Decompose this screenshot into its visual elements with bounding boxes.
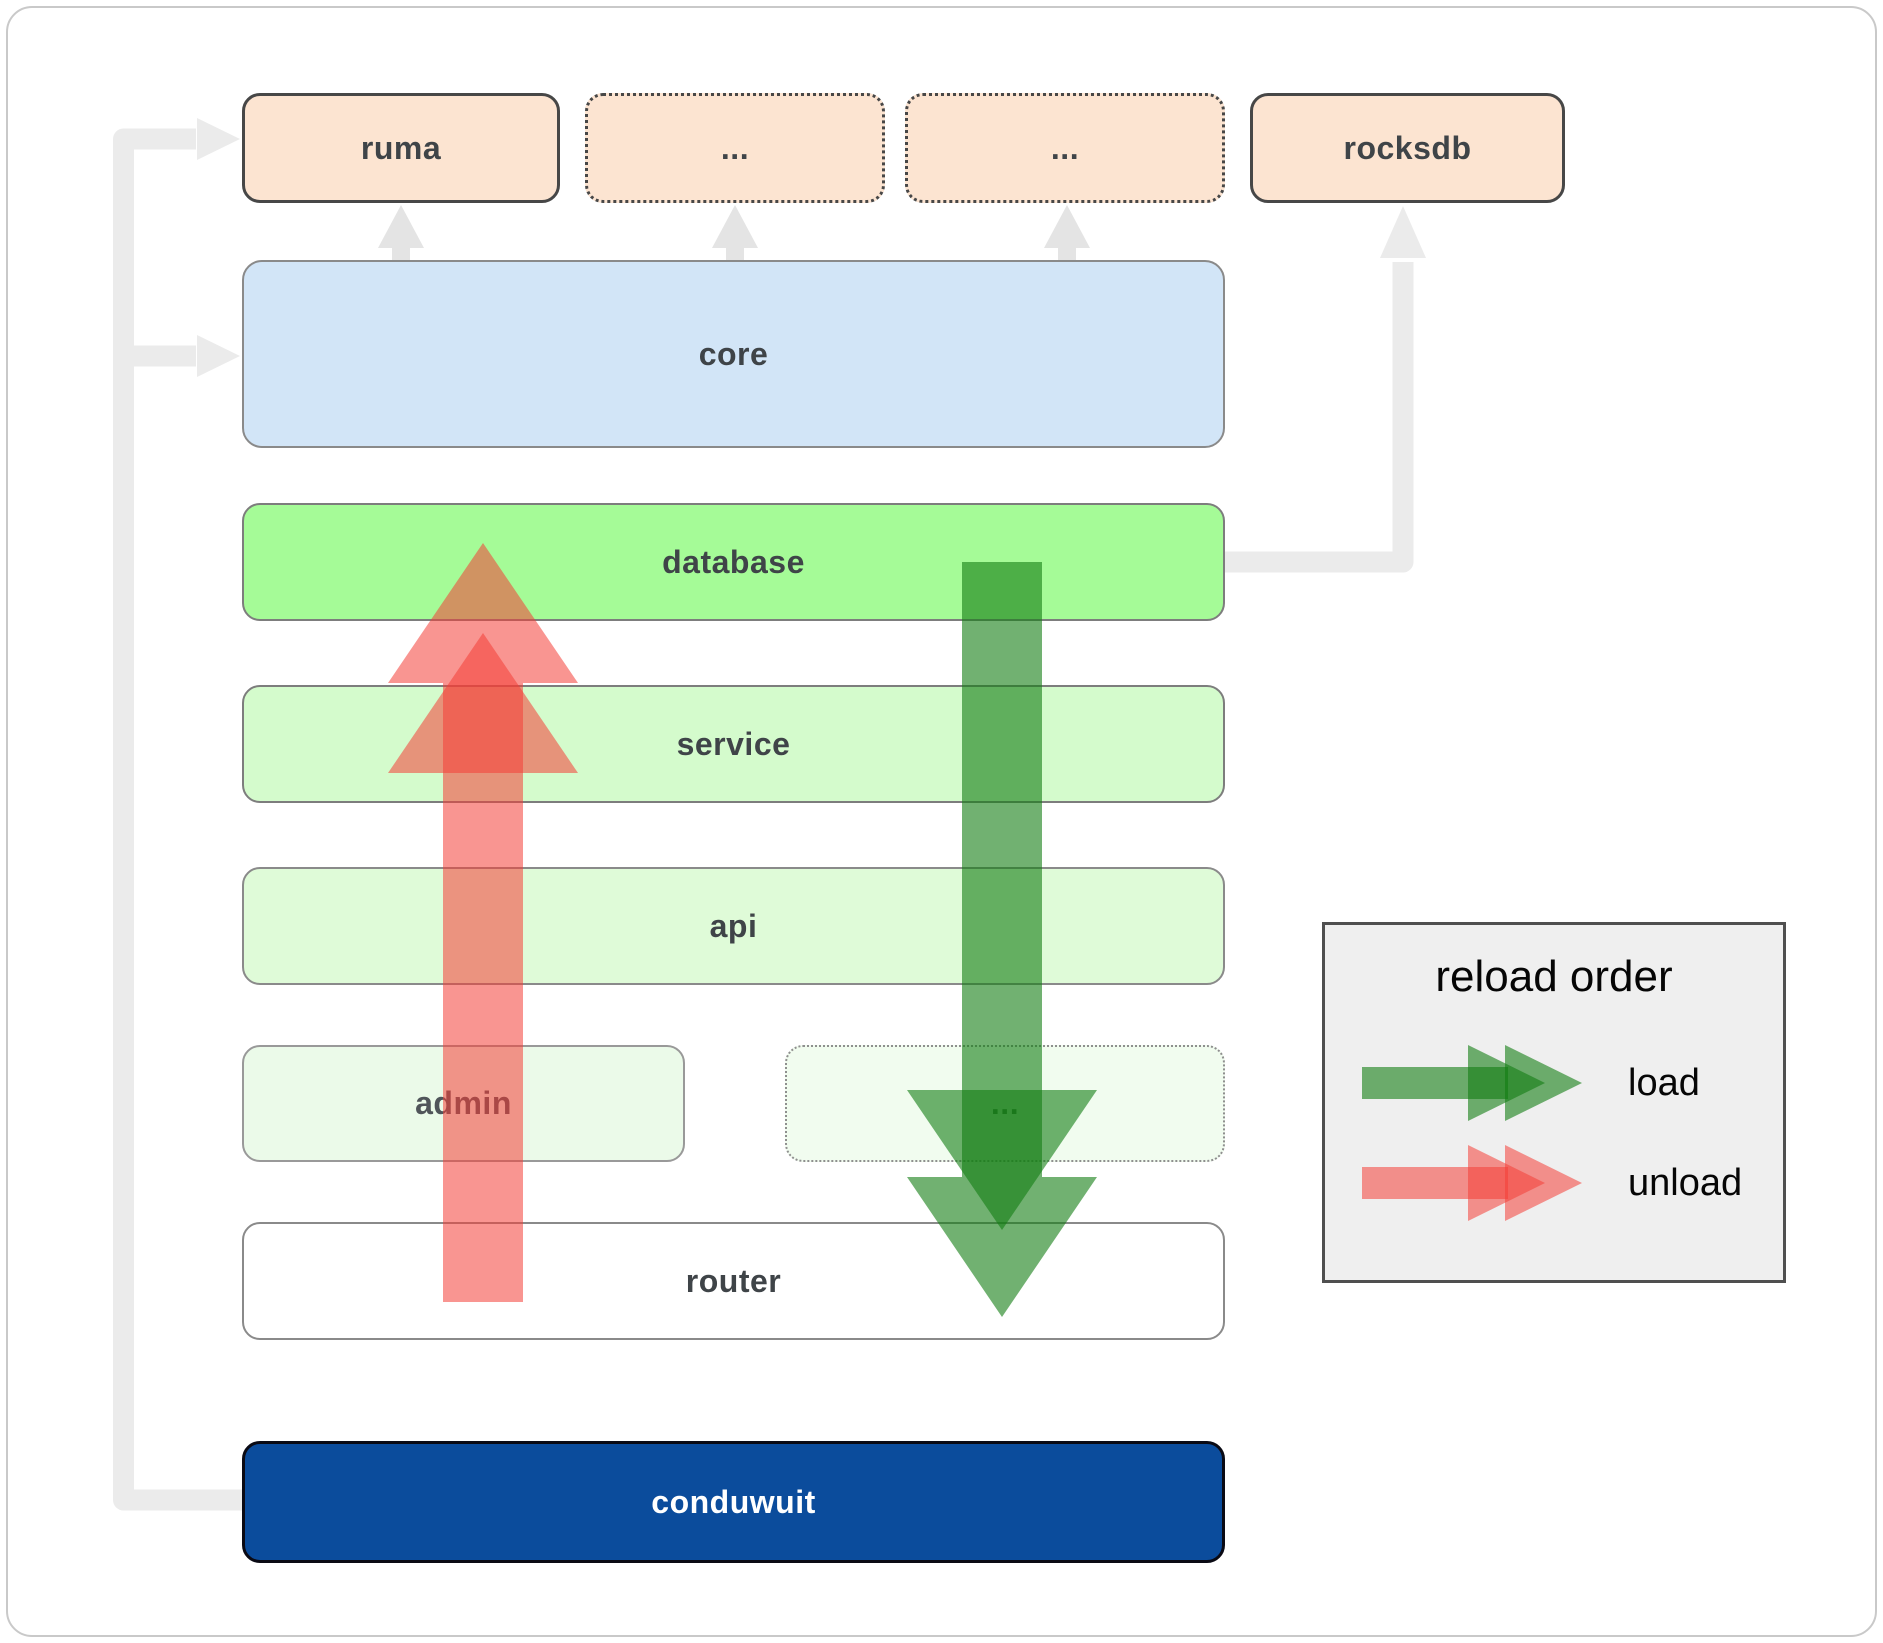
box-api: api [242,867,1225,985]
box-database: database [242,503,1225,621]
box-router: router [242,1222,1225,1340]
box-ellipsis-1: ... [585,93,885,203]
box-conduwuit: conduwuit [242,1441,1225,1563]
box-ellipsis-2: ... [905,93,1225,203]
box-admin-ellipsis: ... [785,1045,1225,1162]
legend-panel [1322,922,1786,1283]
legend-label-unload: unload [1628,1162,1743,1204]
box-service: service [242,685,1225,803]
box-core: core [242,260,1225,448]
legend-title: reload order [1435,952,1673,1001]
legend-label-load: load [1628,1062,1700,1104]
box-ruma: ruma [242,93,560,203]
box-admin: admin [242,1045,685,1162]
diagram-frame [6,6,1877,1637]
box-rocksdb: rocksdb [1250,93,1565,203]
